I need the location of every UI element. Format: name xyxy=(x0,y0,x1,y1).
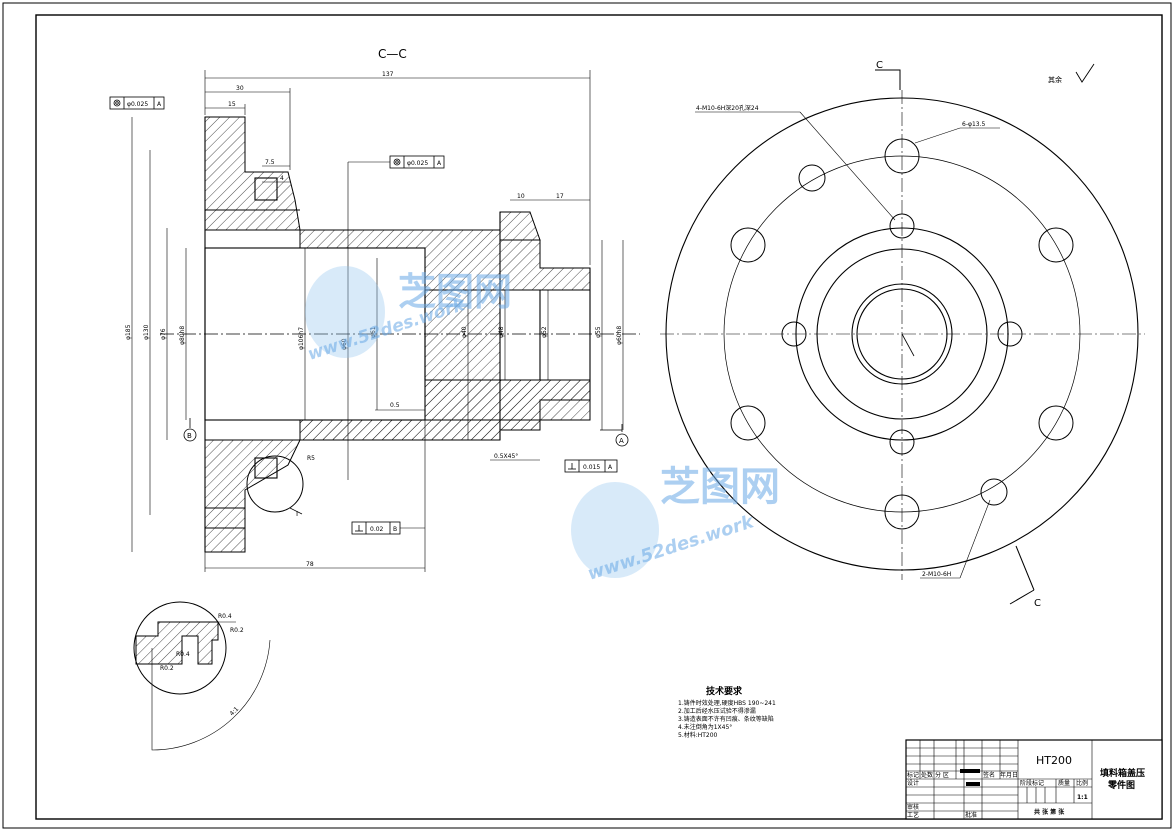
tech-item-2: 2.加工后经水压试验不得渗漏 xyxy=(678,707,756,715)
dim-0-5: 0.5 xyxy=(390,402,400,409)
callout-through-holes: 6-φ13.5 xyxy=(962,121,985,128)
dim-phi106h7: φ106h7 xyxy=(298,327,305,350)
detail-r2: R0.2 xyxy=(230,627,244,634)
cut-label-bottom: C xyxy=(1034,598,1041,609)
detail-view: R0.4 R0.2 R0.4 R0.2 4:1 xyxy=(133,601,271,751)
tb-scale: 1:1 xyxy=(1077,794,1088,801)
tb-process: 工艺 xyxy=(907,811,919,819)
datum-a-label: A xyxy=(619,437,624,445)
dim-10: 10 xyxy=(517,193,525,200)
technical-requirements: 技术要求 1.铸件时效处理,硬度HBS 190~241 2.加工后经水压试验不得… xyxy=(678,685,776,739)
dim-phi60: φ60 xyxy=(341,338,348,350)
tb-sign: 签名 xyxy=(983,771,995,779)
tb-approve: 批准 xyxy=(965,811,977,819)
roughness-symbol xyxy=(1075,63,1095,83)
watermark-cn-2: 芝图网 xyxy=(660,464,780,510)
tb-weight: 质量 xyxy=(1058,779,1070,787)
gdt-coaxiality-2: φ0.025 A xyxy=(348,155,445,169)
dim-137: 137 xyxy=(382,71,394,78)
tb-count: 处数 xyxy=(921,771,933,779)
dim-phi76: φ76 xyxy=(160,328,167,340)
dim-phi80h8: φ80h8 xyxy=(179,326,186,345)
dim-phi52: φ52 xyxy=(541,326,548,338)
tb-scale-label: 比例 xyxy=(1076,779,1088,787)
gdt-perp2-value: 0.02 xyxy=(370,526,384,533)
tb-review: 审核 xyxy=(907,803,919,811)
tech-item-1: 1.铸件时效处理,硬度HBS 190~241 xyxy=(678,699,776,707)
detail-r4: R0.2 xyxy=(160,665,174,672)
detail-r1: R0.4 xyxy=(218,613,232,620)
dim-phi55: φ55 xyxy=(595,326,602,338)
tech-heading: 技术要求 xyxy=(706,685,743,697)
datum-b-marker: B xyxy=(183,418,197,442)
gdt-perp2-ref: B xyxy=(393,526,397,533)
dim-phi61: φ61 xyxy=(370,326,377,338)
detail-r3: R0.4 xyxy=(176,651,190,658)
tech-item-4: 4.未注倒角为1X45° xyxy=(678,723,732,731)
tb-zone: 分 区 xyxy=(935,771,949,779)
tb-drawing-type: 零件图 xyxy=(1107,779,1135,791)
v-dimensions xyxy=(131,117,624,552)
dim-phi185: φ185 xyxy=(125,324,132,340)
dim-phi130: φ130 xyxy=(143,324,150,340)
datum-a-marker: A xyxy=(600,424,629,447)
front-view xyxy=(660,69,1145,605)
cut-label-top: C xyxy=(876,60,883,71)
title-block: HT200 填料箱盖压 零件图 标记 处数 分 区 签名 年月日 设计 审核 工… xyxy=(905,739,1163,820)
detail-scale: 4:1 xyxy=(228,706,240,718)
gdt-coax1-ref: A xyxy=(157,101,162,108)
section-title: C—C xyxy=(378,47,407,61)
callout-m10-holes: 2-M10-6H xyxy=(922,571,951,578)
callout-threaded-holes: 4-M10-6H深20孔深24 xyxy=(696,104,759,112)
dim-17: 17 xyxy=(556,193,564,200)
detail-circle xyxy=(246,455,304,513)
gdt-perp1-value: 0.015 xyxy=(583,464,600,471)
dim-phi60h8: φ60h8 xyxy=(616,326,623,345)
tech-item-5: 5.材料:HT200 xyxy=(678,731,718,739)
watermark-cn-1: 芝图网 xyxy=(398,270,512,314)
watermark-lower: 芝图网 www.52des.work xyxy=(571,464,780,585)
detail-label: I xyxy=(296,510,298,518)
dim-phi48: φ48 xyxy=(498,326,505,338)
roughness-note: 其余 xyxy=(1048,75,1062,84)
gdt-perpendicularity-2: 0.02 B xyxy=(351,521,425,535)
h-dimensions xyxy=(204,70,591,572)
tb-marks: 标记 xyxy=(907,771,919,779)
datum-b-label: B xyxy=(187,432,192,440)
dim-phi40: φ40 xyxy=(461,326,468,338)
tb-sheets: 共 张 第 张 xyxy=(1034,808,1065,816)
inner-frame xyxy=(35,14,1163,820)
section-view: C—C xyxy=(109,47,640,572)
gdt-coaxiality-1: φ0.025 A xyxy=(109,96,165,110)
tb-material: HT200 xyxy=(1036,754,1072,767)
tb-stage-mark: 阶段标记 xyxy=(1020,779,1044,787)
dim-15: 15 xyxy=(228,101,236,108)
dim-30: 30 xyxy=(236,85,244,92)
tech-item-3: 3.铸造表面不许有凹痕、条纹等缺陷 xyxy=(678,715,774,723)
gdt-coax2-ref: A xyxy=(437,160,442,167)
dim-r5: R5 xyxy=(307,455,315,462)
dim-chamfer: 0.5X45° xyxy=(494,453,518,460)
gdt-perp1-ref: A xyxy=(608,464,613,471)
gdt-coax1-value: φ0.025 xyxy=(127,101,148,108)
gdt-coax2-value: φ0.025 xyxy=(407,160,428,167)
tb-design: 设计 xyxy=(907,779,919,787)
tb-part-name: 填料箱盖压 xyxy=(1100,767,1145,779)
tb-date: 年月日 xyxy=(1000,771,1018,779)
dim-78: 78 xyxy=(306,561,314,568)
dim-7-5: 7.5 xyxy=(265,159,275,166)
dim-4: 4 xyxy=(280,175,284,182)
gdt-perpendicularity-1: 0.015 A xyxy=(564,459,618,473)
